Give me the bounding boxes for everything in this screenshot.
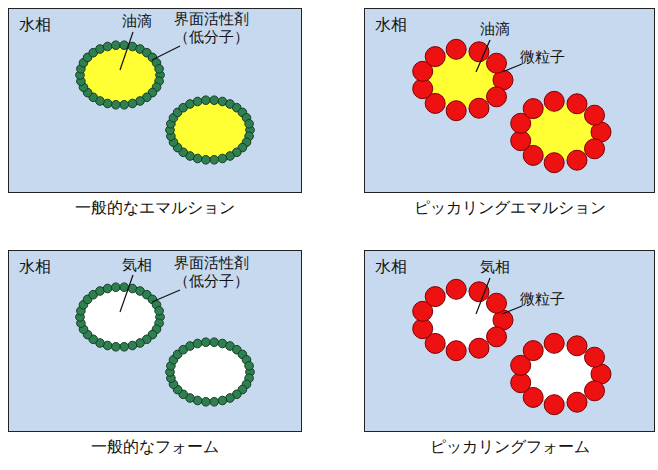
droplet [413,279,513,360]
surfactant-molecule [202,96,211,105]
surfactant-molecule [202,338,211,347]
surfactant-molecule [155,307,164,316]
fine-particle [523,341,543,361]
surfactant-molecule [218,154,227,163]
surfactant-molecule [120,343,129,352]
surfactant-molecule [210,96,219,105]
droplet [511,333,611,414]
surfactant-molecule [128,99,137,108]
fine-particle [585,381,605,401]
fine-particle [469,338,489,358]
surfactant-molecule [202,156,211,165]
surfactant-molecule [202,398,211,407]
surfactant-molecule [103,284,112,293]
droplet [76,41,165,109]
droplet-core [82,47,158,103]
droplet [166,96,255,164]
surfactant-molecule [103,42,112,51]
part-label: 気相 [480,258,510,277]
surfactant-molecule [112,41,121,50]
surfactant-molecule [210,338,219,347]
part-label: 界面活性剤 （低分子） [172,10,250,46]
surfactant-molecule [210,156,219,165]
droplet-core [172,102,248,158]
part-label: 界面活性剤 （低分子） [172,254,250,290]
fine-particle [544,395,564,415]
surfactant-molecule [245,362,254,371]
surfactant-molecule [210,398,219,407]
part-label: 微粒子 [520,290,565,309]
droplet [166,338,255,406]
phase-panel: 水相ピッカリングフォーム [364,250,655,432]
fine-particle [425,287,445,307]
fine-particle [487,53,507,73]
fine-particle [585,139,605,159]
part-label: 油滴 [122,12,152,31]
droplet-core [172,344,248,400]
fine-particle [567,392,587,412]
surfactant-molecule [112,101,121,110]
surfactant-molecule [245,120,254,129]
fine-particle [567,336,587,356]
surfactant-molecule [112,343,121,352]
surfactant-molecule [218,396,227,405]
fine-particle [544,91,564,111]
fine-particle [469,42,489,62]
droplet-core [82,289,158,345]
part-label: 微粒子 [520,48,565,67]
fine-particle [523,99,543,119]
fine-particle [567,94,587,114]
phase-label: 水相 [375,257,407,278]
droplet [413,39,513,120]
surfactant-molecule [112,283,121,292]
phase-panel: 水相一般的なフォーム [8,250,302,432]
fine-particle [469,98,489,118]
panel-caption: ピッカリングフォーム [365,437,654,458]
surfactant-molecule [155,65,164,74]
surfactant-molecule [193,339,202,348]
fine-particle [585,347,605,367]
panel-caption: ピッカリングエマルション [365,198,654,219]
fine-particle [487,327,507,347]
leader-lines [120,32,522,314]
phase-label: 水相 [375,15,407,36]
water-phase [8,8,655,432]
panel-caption: 一般的なフォーム [9,437,301,458]
fine-particle [567,150,587,170]
fine-particle [487,293,507,313]
fine-particle [487,87,507,107]
phase-label: 水相 [19,257,51,278]
fine-particle [544,333,564,353]
fine-particle [446,101,466,121]
fine-particle [585,105,605,125]
surfactant-molecule [120,101,129,110]
part-label: 油滴 [480,20,510,39]
fine-particle [469,282,489,302]
panel-caption: 一般的なエマルション [9,198,301,219]
droplet [511,91,611,172]
phase-label: 水相 [19,15,51,36]
fine-particle [446,341,466,361]
fine-particle [425,47,445,67]
part-label: 気相 [122,256,152,275]
phase-panel: 水相一般的なエマルション [8,8,302,193]
surfactant-molecule [193,97,202,106]
droplet [76,283,165,351]
fine-particle [446,279,466,299]
fine-particle [446,39,466,59]
fine-particle [544,153,564,173]
surfactant-molecule [128,341,137,350]
